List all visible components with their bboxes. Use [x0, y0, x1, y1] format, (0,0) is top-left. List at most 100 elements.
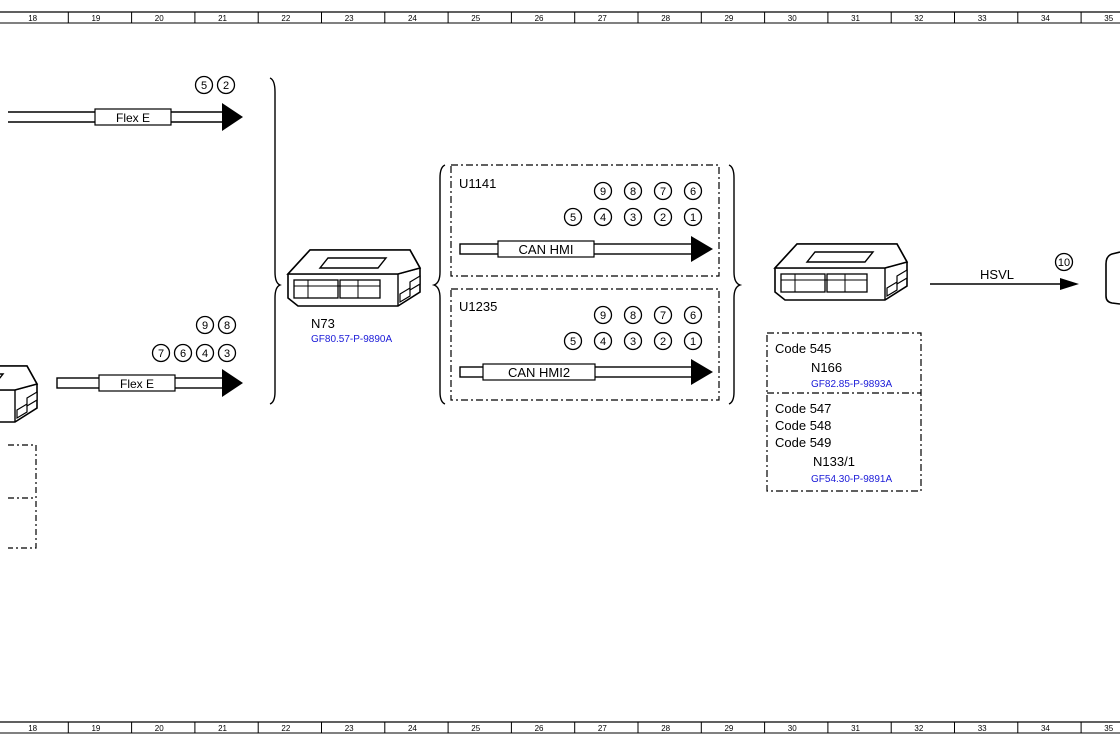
badge-4: 4	[593, 207, 613, 227]
badge-6: 6	[683, 181, 703, 201]
svg-text:1: 1	[690, 212, 696, 224]
ruler-top-col-21: 21	[218, 14, 227, 23]
hsvl-label: HSVL	[980, 267, 1014, 282]
svg-text:3: 3	[630, 212, 636, 224]
n133-1-name: N133/1	[813, 454, 855, 469]
ruler-top-col-34: 34	[1041, 14, 1050, 23]
svg-text:6: 6	[180, 348, 186, 360]
ruler-bottom-col-21: 21	[218, 724, 227, 733]
flex-e-bottom-arrowhead	[222, 369, 243, 397]
ruler-bottom-col-34: 34	[1041, 724, 1050, 733]
badge-2: 2	[653, 331, 673, 351]
svg-text:7: 7	[660, 186, 666, 198]
ruler-top-col-29: 29	[724, 14, 733, 23]
svg-text:2: 2	[660, 212, 666, 224]
ruler-bottom-col-23: 23	[345, 724, 354, 733]
svg-text:8: 8	[630, 186, 636, 198]
right-module	[774, 243, 908, 301]
ruler-bottom-col-18: 18	[28, 724, 37, 733]
flex-e-top-arrowhead	[222, 103, 243, 131]
badge-5: 5	[194, 75, 214, 95]
svg-text:3: 3	[630, 336, 636, 348]
hsvl-link: HSVL 10	[930, 252, 1079, 290]
badge-4: 4	[593, 331, 613, 351]
svg-text:7: 7	[158, 348, 164, 360]
badge-3: 3	[217, 343, 237, 363]
n73-module: N73 GF80.57-P-9890A	[287, 249, 421, 345]
ruler-bottom-col-28: 28	[661, 724, 670, 733]
badge-5: 5	[563, 207, 583, 227]
ruler-bottom-col-29: 29	[724, 724, 733, 733]
ruler-bottom-col-20: 20	[155, 724, 164, 733]
n166-name: N166	[811, 360, 842, 375]
ruler-bottom-col-32: 32	[914, 724, 923, 733]
ruler-top-col-24: 24	[408, 14, 417, 23]
ruler-bottom-col-24: 24	[408, 724, 417, 733]
hsvl-arrowhead	[1060, 278, 1079, 290]
ruler-top-col-35: 35	[1104, 14, 1113, 23]
svg-text:9: 9	[600, 310, 606, 322]
left-brace	[269, 77, 282, 405]
svg-text:5: 5	[201, 80, 207, 92]
flex-e-bottom-label-box	[98, 374, 176, 392]
badge-4: 4	[195, 343, 215, 363]
ruler-bottom-col-19: 19	[91, 724, 100, 733]
svg-text:10: 10	[1058, 257, 1070, 269]
ruler-top-col-30: 30	[788, 14, 797, 23]
badge-9: 9	[593, 181, 613, 201]
middle-left-brace	[431, 164, 446, 405]
n133-1-ref-link[interactable]: GF54.30-P-9891A	[811, 474, 892, 485]
badge-9: 9	[593, 305, 613, 325]
ruler-top-col-23: 23	[345, 14, 354, 23]
ruler-top-col-20: 20	[155, 14, 164, 23]
badge-8: 8	[623, 181, 643, 201]
ruler-bottom-col-30: 30	[788, 724, 797, 733]
code-box: Code 545 N166 GF82.85-P-9893A Code 547 C…	[766, 332, 922, 492]
ruler-top-col-27: 27	[598, 14, 607, 23]
badge-6: 6	[683, 305, 703, 325]
right-edge-partial-module	[1105, 251, 1120, 305]
svg-text:7: 7	[660, 310, 666, 322]
hsvl-badge: 10	[1054, 252, 1074, 272]
ruler-bottom-col-26: 26	[535, 724, 544, 733]
badge-1: 1	[683, 331, 703, 351]
n73-ref-link[interactable]: GF80.57-P-9890A	[311, 334, 392, 345]
svg-text:4: 4	[600, 336, 606, 348]
ruler-top-col-26: 26	[535, 14, 544, 23]
badge-8: 8	[623, 305, 643, 325]
can-hmi-box	[450, 164, 720, 277]
flex-e-top-label-box	[94, 108, 172, 126]
can-hmi2-label: CAN HMI2	[508, 365, 570, 380]
can-hmi2-box	[450, 288, 720, 401]
ruler-bottom-col-27: 27	[598, 724, 607, 733]
svg-text:4: 4	[600, 212, 606, 224]
badge-7: 7	[653, 305, 673, 325]
can-hmi-label: CAN HMI	[519, 242, 574, 257]
badge-8: 8	[217, 315, 237, 335]
code-548: Code 548	[775, 418, 831, 433]
u1235-label: U1235	[459, 299, 497, 314]
svg-text:2: 2	[223, 80, 229, 92]
n166-ref-link[interactable]: GF82.85-P-9893A	[811, 379, 892, 390]
badge-3: 3	[623, 207, 643, 227]
ruler-bottom-col-35: 35	[1104, 724, 1113, 733]
svg-text:4: 4	[202, 348, 208, 360]
svg-text:6: 6	[690, 186, 696, 198]
badge-2: 2	[216, 75, 236, 95]
svg-text:6: 6	[690, 310, 696, 322]
ruler-top-col-25: 25	[471, 14, 480, 23]
ruler-bottom-col-25: 25	[471, 724, 480, 733]
ruler-bottom-col-22: 22	[281, 724, 290, 733]
svg-text:1: 1	[690, 336, 696, 348]
ruler-top-col-19: 19	[91, 14, 100, 23]
badge-1: 1	[683, 207, 703, 227]
